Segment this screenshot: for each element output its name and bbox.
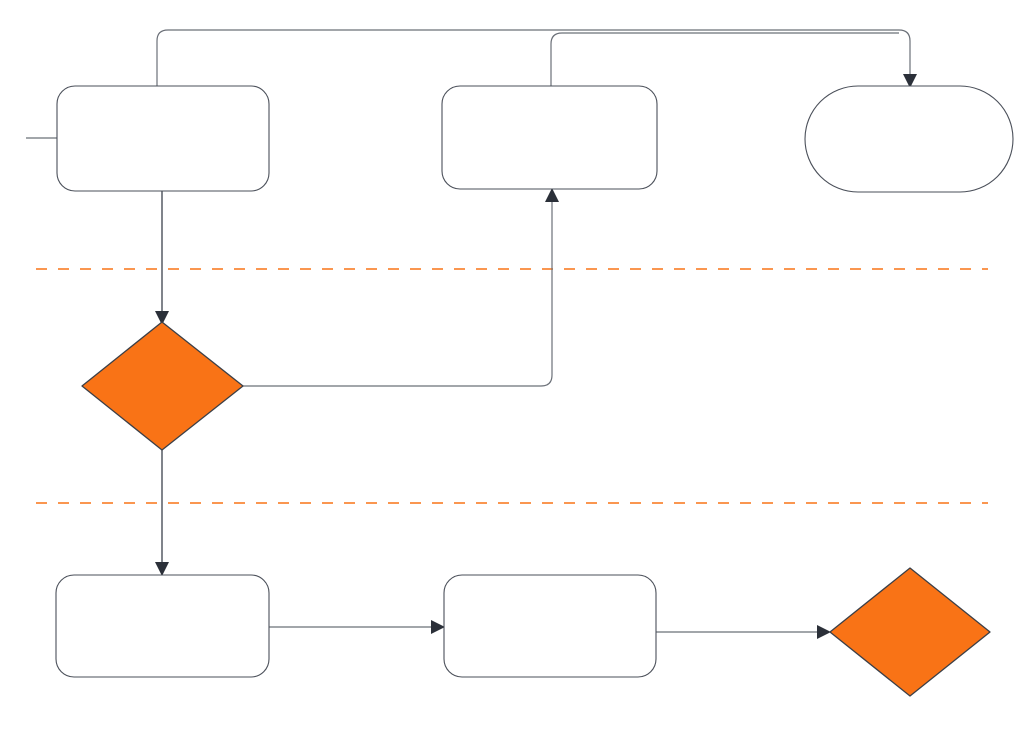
node-5-shape[interactable] bbox=[55, 574, 270, 678]
edge-1-to-3-arrowhead bbox=[903, 74, 917, 88]
node-3-terminator[interactable] bbox=[804, 85, 1014, 193]
edge-4-to-2[interactable] bbox=[243, 198, 553, 387]
node-5-process[interactable] bbox=[55, 574, 270, 678]
node-1-process[interactable] bbox=[56, 85, 270, 192]
lane-divider-group bbox=[36, 268, 988, 504]
node-4-decision[interactable] bbox=[81, 321, 244, 451]
edge-1-to-4-arrowhead bbox=[155, 311, 169, 325]
node-7-shape[interactable] bbox=[829, 567, 991, 697]
edge-4-to-5-arrowhead bbox=[155, 562, 169, 576]
node-2-process[interactable] bbox=[441, 85, 658, 190]
edge-5-to-6-arrowhead bbox=[431, 620, 445, 634]
node-7-decision[interactable] bbox=[829, 567, 991, 697]
node-4-shape[interactable] bbox=[81, 321, 244, 451]
edge-4-to-2-arrowhead bbox=[545, 188, 559, 202]
node-2-shape[interactable] bbox=[441, 85, 658, 190]
connector-group bbox=[26, 29, 917, 639]
node-6-shape[interactable] bbox=[443, 574, 657, 678]
node-3-shape[interactable] bbox=[804, 85, 1014, 193]
node-group bbox=[55, 85, 1014, 697]
edge-2-to-3[interactable] bbox=[550, 32, 899, 86]
edge-6-to-7-arrowhead bbox=[817, 625, 831, 639]
node-6-process[interactable] bbox=[443, 574, 657, 678]
edge-1-to-3[interactable] bbox=[156, 29, 911, 86]
node-1-shape[interactable] bbox=[56, 85, 270, 192]
